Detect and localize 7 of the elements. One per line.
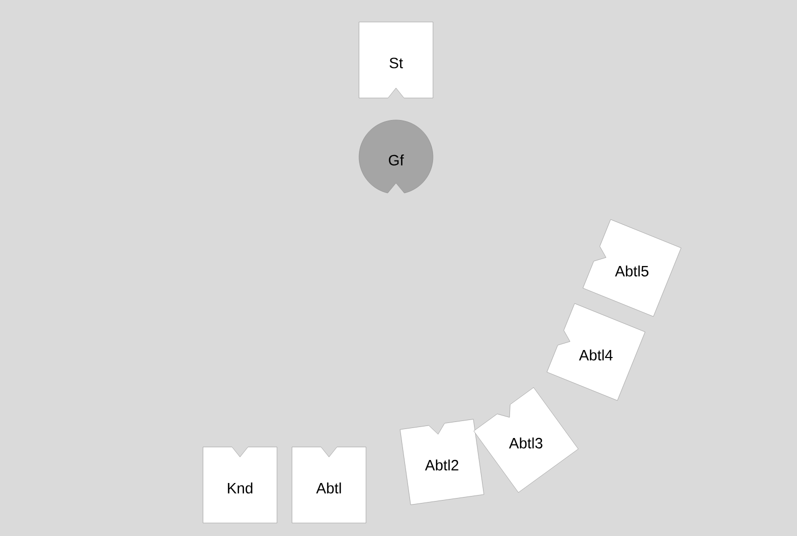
notched-card: Abtl3: [474, 387, 578, 493]
notched-card: Knd: [202, 446, 278, 524]
notched-card: Abtl2: [400, 419, 484, 505]
notched-card: Abtl4: [546, 303, 646, 401]
notched-card: Abtl5: [582, 219, 682, 317]
notched-card: Abtl: [292, 446, 366, 524]
notched-card: St: [358, 22, 434, 98]
